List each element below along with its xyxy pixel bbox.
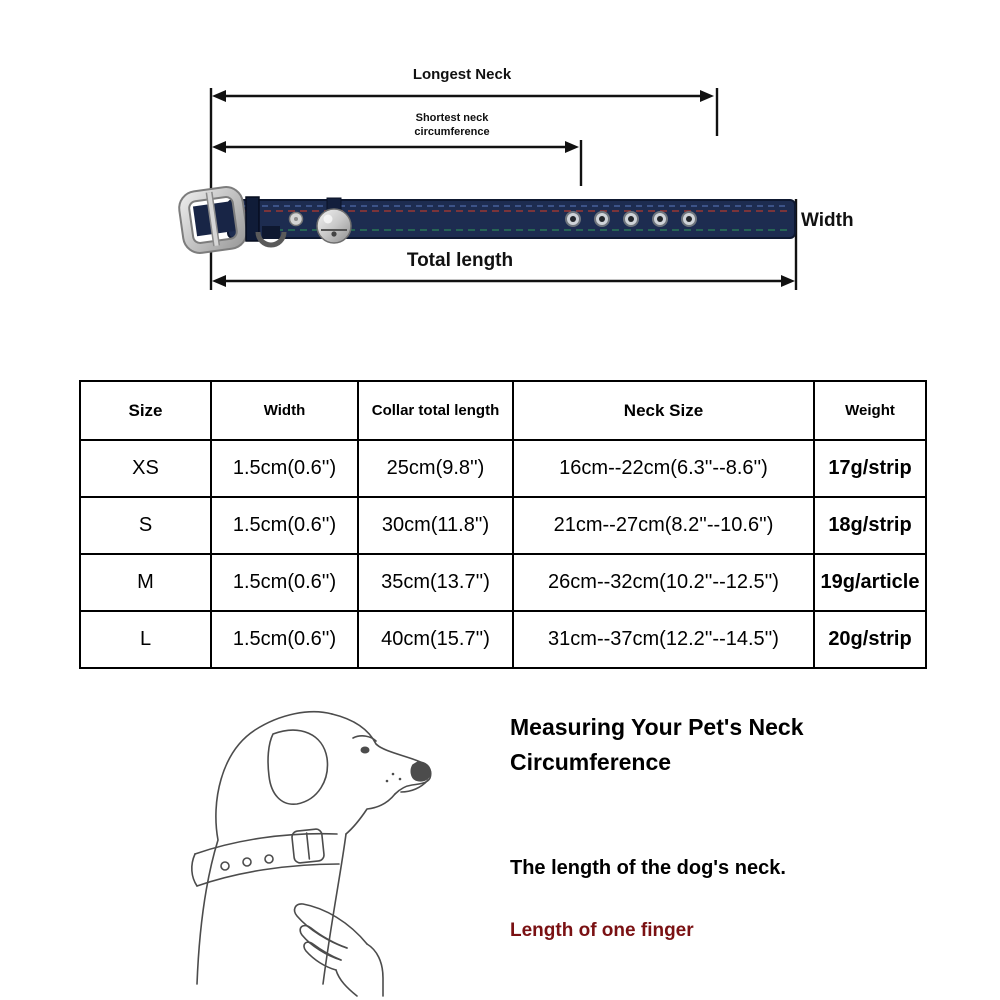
- size-table: Size Width Collar total length Neck Size…: [79, 380, 927, 669]
- header-weight: Weight: [813, 380, 927, 441]
- header-size: Size: [79, 380, 212, 441]
- sketch-buckle: [291, 828, 325, 864]
- measuring-hand: [293, 903, 384, 997]
- sketch-collar: [191, 828, 340, 887]
- cell-neck-size: 31cm--37cm(12.2''--14.5''): [512, 610, 815, 669]
- cell-length: 25cm(9.8''): [357, 439, 514, 498]
- rivet-icon: [288, 211, 304, 227]
- dog-head-outline: [196, 710, 333, 985]
- collar-eyelets: [565, 211, 697, 227]
- cell-size: M: [79, 553, 212, 612]
- table-header-row: Size Width Collar total length Neck Size…: [79, 380, 927, 441]
- width-label: Width: [801, 210, 854, 231]
- dog-ear: [267, 729, 329, 805]
- table-row-s: S 1.5cm(0.6'') 30cm(11.8'') 21cm--27cm(8…: [79, 496, 927, 555]
- collar-strap: [227, 199, 796, 239]
- collar-buckle: [178, 186, 260, 254]
- cell-weight: 17g/strip: [813, 439, 927, 498]
- cell-weight: 18g/strip: [813, 496, 927, 555]
- cell-neck-size: 21cm--27cm(8.2''--10.6''): [512, 496, 815, 555]
- total-length-label: Total length: [406, 250, 514, 271]
- d-ring: [255, 226, 287, 248]
- cell-weight: 19g/article: [813, 553, 927, 612]
- cell-length: 40cm(15.7''): [357, 610, 514, 669]
- collar-keeper: [245, 196, 260, 242]
- cell-size: S: [79, 496, 212, 555]
- header-width: Width: [210, 380, 359, 441]
- measuring-line1: The length of the dog's neck.: [510, 857, 786, 879]
- measuring-section: Measuring Your Pet's Neck Circumference …: [0, 680, 1000, 1000]
- measuring-line2: Length of one finger: [510, 920, 694, 941]
- dog-measuring-sketch: [191, 710, 432, 997]
- longest-neck-label: Longest Neck: [412, 66, 512, 83]
- cell-neck-size: 26cm--32cm(10.2''--12.5''): [512, 553, 815, 612]
- cell-width: 1.5cm(0.6''): [210, 553, 359, 612]
- cell-width: 1.5cm(0.6''): [210, 610, 359, 669]
- cell-neck-size: 16cm--22cm(6.3''--8.6''): [512, 439, 815, 498]
- cell-width: 1.5cm(0.6''): [210, 439, 359, 498]
- measuring-title: Measuring Your Pet's Neck Circumference: [510, 714, 804, 775]
- table-row-m: M 1.5cm(0.6'') 35cm(13.7'') 26cm--32cm(1…: [79, 553, 927, 612]
- table-row-xs: XS 1.5cm(0.6'') 25cm(9.8'') 16cm--22cm(6…: [79, 439, 927, 498]
- measuring-text-block: Measuring Your Pet's Neck Circumference …: [510, 710, 950, 942]
- collar-measurement-diagram: Longest Neck Shortest neck circumference…: [0, 0, 1000, 350]
- cell-width: 1.5cm(0.6''): [210, 496, 359, 555]
- table-row-l: L 1.5cm(0.6'') 40cm(15.7'') 31cm--37cm(1…: [79, 610, 927, 669]
- cell-length: 35cm(13.7''): [357, 553, 514, 612]
- measurement-arrows: [209, 88, 798, 290]
- cell-size: XS: [79, 439, 212, 498]
- bell-icon: [316, 197, 352, 244]
- header-neck-size: Neck Size: [512, 380, 815, 441]
- dog-nose: [410, 761, 431, 782]
- dog-eye: [360, 746, 370, 754]
- collar-illustration: [178, 88, 798, 290]
- cell-weight: 20g/strip: [813, 610, 927, 669]
- header-collar-total-length: Collar total length: [357, 380, 514, 441]
- cell-size: L: [79, 610, 212, 669]
- cell-length: 30cm(11.8''): [357, 496, 514, 555]
- shortest-neck-label: Shortest neck circumference: [414, 112, 490, 138]
